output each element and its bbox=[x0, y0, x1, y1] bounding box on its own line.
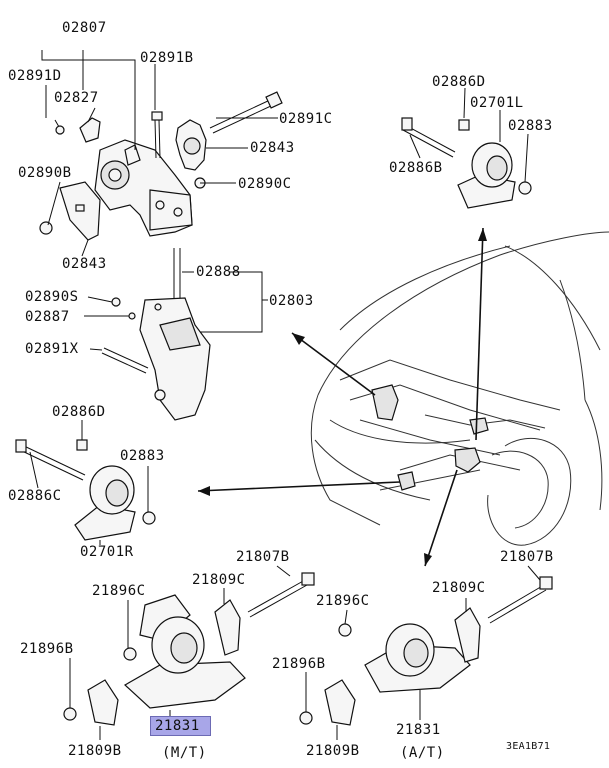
label-02890C: 02890C bbox=[238, 176, 292, 192]
label-02701L: 02701L bbox=[470, 95, 524, 111]
label-02891C: 02891C bbox=[279, 111, 333, 127]
label-02890B: 02890B bbox=[18, 165, 72, 181]
top-right-mount-02701L bbox=[401, 117, 532, 209]
label-21807B-right: 21807B bbox=[500, 549, 554, 565]
middle-left-bracket-assembly bbox=[101, 248, 211, 421]
label-21896B-left: 21896B bbox=[20, 641, 74, 657]
left-mount-02701R bbox=[15, 439, 156, 541]
diagram-code: 3EA1B71 bbox=[506, 741, 551, 752]
label-21896C-left: 21896C bbox=[92, 583, 146, 599]
label-21809B-left: 21809B bbox=[68, 743, 122, 759]
label-02886D-top: 02886D bbox=[432, 74, 486, 90]
label-21807B-left: 21807B bbox=[236, 549, 290, 565]
label-02807: 02807 bbox=[62, 20, 107, 36]
label-02843-top: 02843 bbox=[250, 140, 295, 156]
label-02886C: 02886C bbox=[8, 488, 62, 504]
label-02891X: 02891X bbox=[25, 341, 79, 357]
label-21831-mt-highlighted[interactable]: 21831 bbox=[150, 716, 211, 736]
label-21831-at: 21831 bbox=[396, 722, 441, 738]
label-02891D: 02891D bbox=[8, 68, 62, 84]
label-02803: 02803 bbox=[269, 293, 314, 309]
leader-lines bbox=[29, 50, 541, 740]
label-21809C-left: 21809C bbox=[192, 572, 246, 588]
label-02883-left: 02883 bbox=[120, 448, 165, 464]
label-02701R: 02701R bbox=[80, 544, 134, 560]
in-vehicle-mounts bbox=[371, 384, 489, 491]
label-02886B: 02886B bbox=[389, 160, 443, 176]
label-02890S: 02890S bbox=[25, 289, 79, 305]
label-02827: 02827 bbox=[54, 90, 99, 106]
label-02886D-left: 02886D bbox=[52, 404, 106, 420]
label-at: (A/T) bbox=[400, 745, 445, 761]
label-02891B: 02891B bbox=[140, 50, 194, 66]
top-left-bracket-assembly bbox=[39, 91, 283, 241]
label-02883-top: 02883 bbox=[508, 118, 553, 134]
vehicle-body-outline bbox=[310, 231, 609, 546]
location-arrows bbox=[197, 227, 487, 567]
bottom-left-mount-mt bbox=[63, 572, 315, 726]
label-21896C-right: 21896C bbox=[316, 593, 370, 609]
label-mt: (M/T) bbox=[162, 745, 207, 761]
label-21809C-right: 21809C bbox=[432, 580, 486, 596]
label-02888: 02888 bbox=[196, 264, 241, 280]
label-21896B-right: 21896B bbox=[272, 656, 326, 672]
label-21809B-right: 21809B bbox=[306, 743, 360, 759]
bottom-right-mount-at bbox=[299, 576, 553, 726]
label-02887: 02887 bbox=[25, 309, 70, 325]
label-02843-left: 02843 bbox=[62, 256, 107, 272]
